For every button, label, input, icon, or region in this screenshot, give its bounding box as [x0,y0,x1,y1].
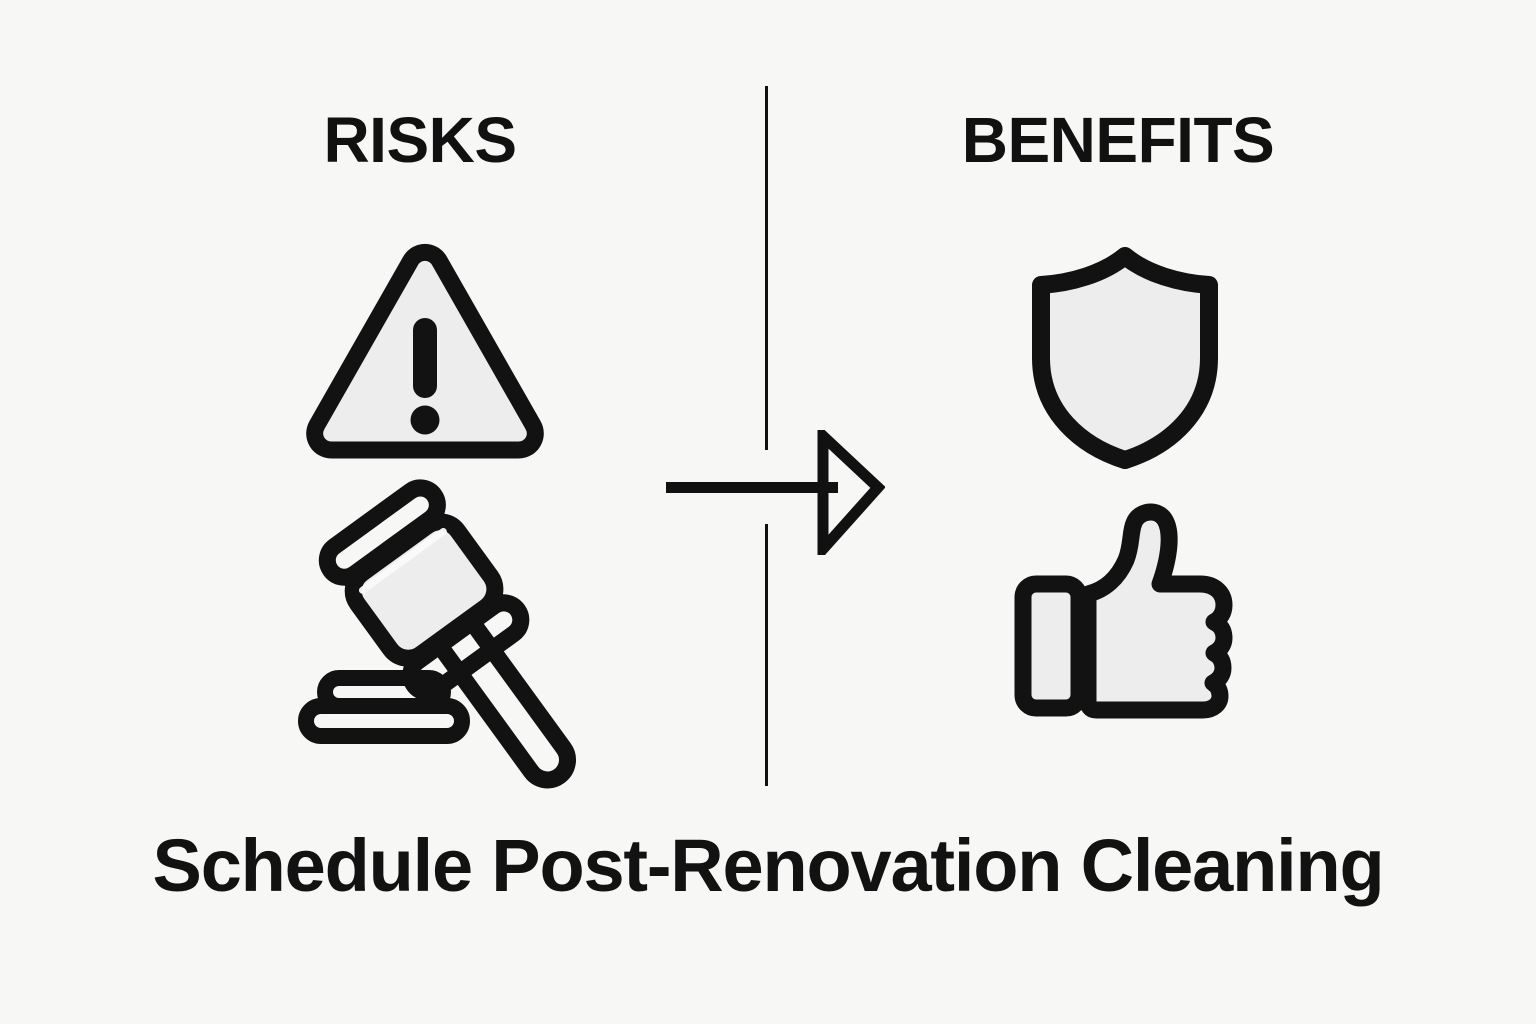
caption-title: Schedule Post-Renovation Cleaning [152,824,1385,907]
gavel-icon [290,479,582,789]
right-arrow-icon [660,423,886,564]
benefits-heading: BENEFITS [961,104,1275,176]
warning-triangle-icon [300,240,550,465]
vertical-divider-bottom-segment [765,524,768,786]
thumbs-up-icon [1010,498,1242,723]
shield-icon [1015,240,1235,472]
risks-heading: RISKS [323,104,517,176]
vertical-divider-top-segment [765,86,768,450]
